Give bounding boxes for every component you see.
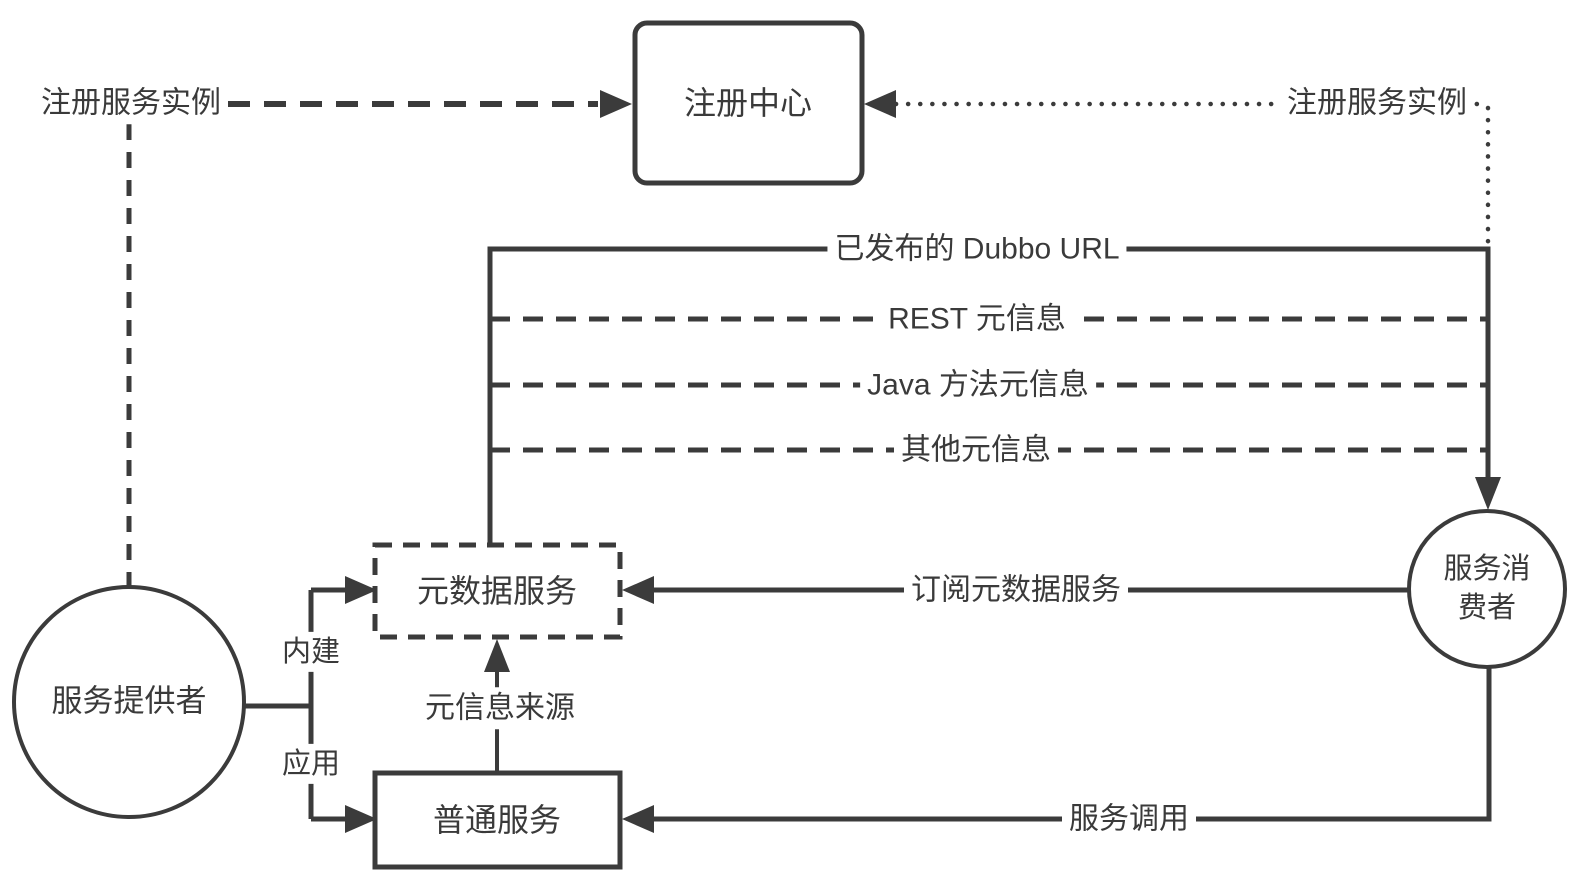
provider-circle: [12, 585, 246, 819]
metadata-service-label: 元数据服务: [416, 573, 578, 609]
builtin-label: 内建: [274, 631, 348, 673]
normal-service-label: 普通服务: [432, 802, 562, 838]
edge-service-invoke: [652, 666, 1492, 822]
registry-box: [632, 20, 865, 186]
consumer-label-line2: 费者: [1457, 592, 1517, 624]
other-metadata-label: 其他元信息: [894, 429, 1058, 471]
rest-metadata-label: REST 元信息: [881, 298, 1073, 340]
published-dubbo-url-label: 已发布的 Dubbo URL: [827, 228, 1127, 270]
arrowhead-normal-right-icon: [622, 805, 654, 833]
arrowhead-metadata-left-icon: [345, 576, 377, 604]
provider-register-label: 注册服务实例: [34, 82, 228, 124]
metadata-source-label: 元信息来源: [418, 687, 582, 729]
java-method-metadata-label: Java 方法元信息: [860, 364, 1096, 406]
application-label: 应用: [274, 743, 348, 785]
arrowhead-normal-left-icon: [345, 805, 377, 833]
service-invoke-label: 服务调用: [1062, 798, 1196, 840]
provider-label: 服务提供者: [51, 683, 207, 719]
consumer-label-line1: 服务消: [1443, 553, 1531, 585]
metadata-service-box: [372, 542, 623, 640]
arrowhead-metadata-bottom-icon: [484, 639, 510, 672]
registry-label: 注册中心: [683, 85, 813, 121]
subscribe-metadata-label: 订阅元数据服务: [904, 569, 1128, 611]
arrowhead-registry-right-icon: [864, 90, 896, 118]
arrowhead-registry-left-icon: [600, 90, 632, 118]
arrowhead-metadata-right-icon: [622, 576, 654, 604]
consumer-label: 服务消 费者: [1443, 550, 1530, 628]
consumer-register-label: 注册服务实例: [1280, 82, 1474, 124]
arrowhead-consumer-top-icon: [1475, 477, 1501, 510]
